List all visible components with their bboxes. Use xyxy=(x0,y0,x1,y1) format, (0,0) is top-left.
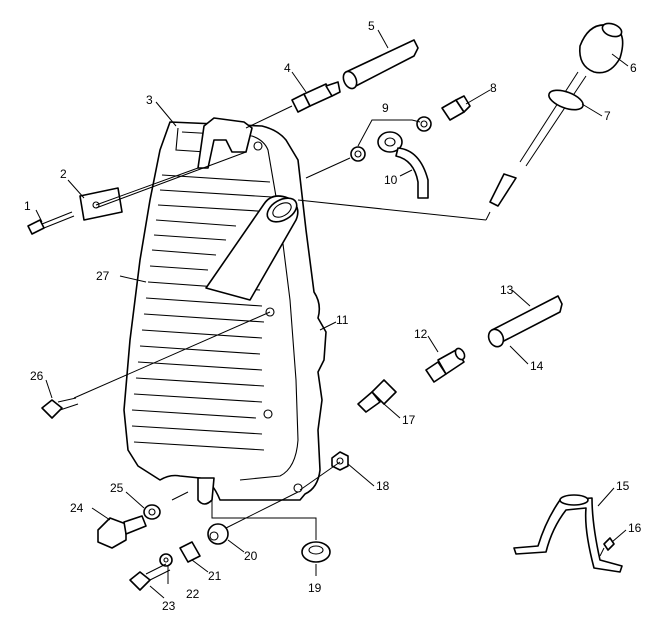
oil-tank-inner-panel xyxy=(181,131,299,481)
o-ring-part-7 xyxy=(548,89,584,111)
callout-13: 13 xyxy=(500,283,514,297)
oil-tank xyxy=(123,117,327,505)
leader-lines xyxy=(35,29,629,599)
callout-6: 6 xyxy=(630,61,637,75)
callout-9: 9 xyxy=(382,101,389,115)
washer-part-9a xyxy=(350,146,366,162)
bracket-part-15 xyxy=(513,494,623,573)
callout-10: 10 xyxy=(384,173,398,187)
grommet-part-19 xyxy=(301,541,331,563)
fitting-part-12 xyxy=(425,347,466,383)
callout-19: 19 xyxy=(308,581,322,595)
callout-24: 24 xyxy=(70,501,84,515)
callout-18: 18 xyxy=(376,479,390,493)
callout-15: 15 xyxy=(616,479,630,493)
callout-3: 3 xyxy=(146,93,153,107)
fitting-part-17 xyxy=(357,379,397,413)
fitting-part-4 xyxy=(291,81,341,113)
screw-part-16 xyxy=(603,537,615,551)
bushing-part-20 xyxy=(207,523,229,545)
callout-labels: 1 2 3 4 5 6 7 8 9 10 11 12 13 14 15 16 1… xyxy=(24,19,642,613)
callout-12: 12 xyxy=(414,327,428,341)
callout-16: 16 xyxy=(628,521,642,535)
hose-part-5 xyxy=(342,39,419,90)
hose-part-13 xyxy=(487,295,563,348)
callout-26: 26 xyxy=(30,369,44,383)
drain-bolt-part-24 xyxy=(97,515,147,549)
dipstick-part-6 xyxy=(489,22,624,207)
bolt-part-23 xyxy=(129,563,171,591)
oil-tank-fins xyxy=(131,174,275,451)
callout-23: 23 xyxy=(162,599,176,613)
callout-20: 20 xyxy=(244,549,258,563)
bolt-part-26 xyxy=(41,397,79,419)
washer-part-9b xyxy=(416,116,432,132)
callout-25: 25 xyxy=(110,481,124,495)
bracket-plate-part-2 xyxy=(79,187,123,221)
banjo-fitting-part-10 xyxy=(377,131,429,199)
oil-tank-top-bracket xyxy=(197,117,253,169)
nut-part-18 xyxy=(331,451,349,471)
callout-27: 27 xyxy=(96,269,110,283)
callout-21: 21 xyxy=(208,569,222,583)
callout-4: 4 xyxy=(284,61,291,75)
callout-2: 2 xyxy=(60,167,67,181)
callout-5: 5 xyxy=(368,19,375,33)
callout-8: 8 xyxy=(490,81,497,95)
callout-1: 1 xyxy=(24,199,31,213)
callout-7: 7 xyxy=(604,109,611,123)
callout-14: 14 xyxy=(530,359,544,373)
screw-part-1 xyxy=(27,211,75,235)
callout-17: 17 xyxy=(402,413,416,427)
spacer-part-21 xyxy=(179,541,201,563)
washer-part-25 xyxy=(143,504,161,520)
callout-11: 11 xyxy=(336,313,349,327)
callout-22: 22 xyxy=(186,587,200,601)
washer-part-22 xyxy=(159,553,173,567)
